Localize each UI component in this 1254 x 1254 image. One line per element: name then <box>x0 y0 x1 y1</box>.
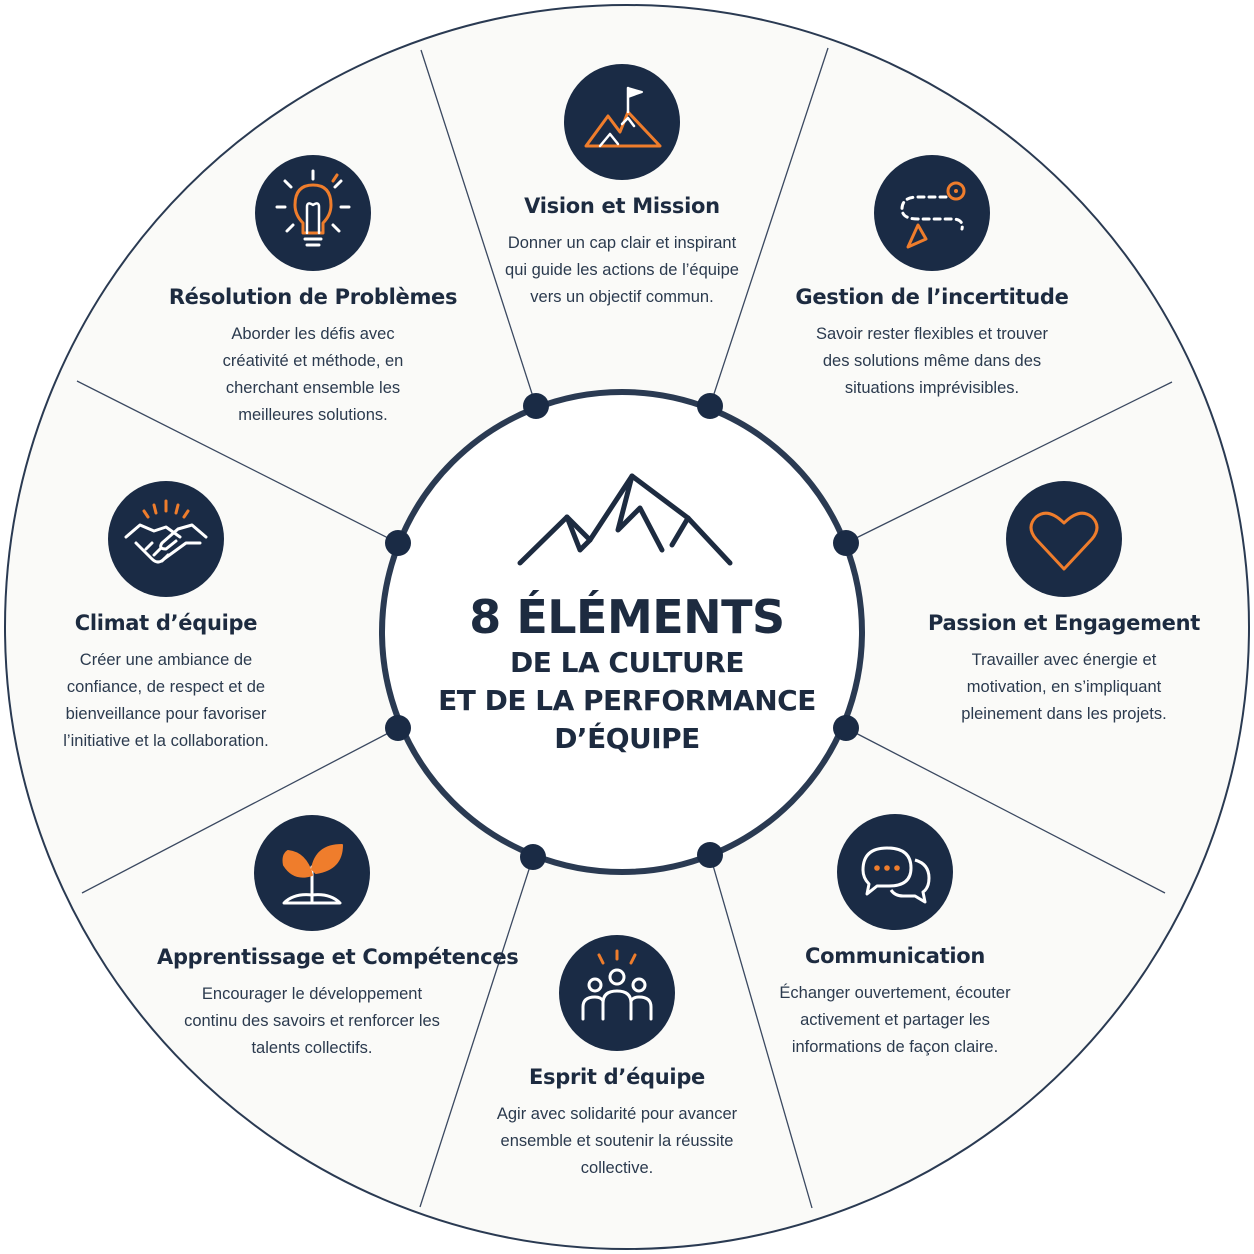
element-title: Vision et Mission <box>524 194 720 218</box>
element-uncertainty: Gestion de l’incertitude Savoir rester f… <box>782 155 1082 402</box>
divider-line <box>420 49 537 407</box>
ring-node <box>385 715 411 741</box>
team-icon <box>559 935 675 1051</box>
ring-node <box>385 530 411 556</box>
divider-line <box>845 381 1173 544</box>
mountain-icon <box>517 473 733 566</box>
ring-node <box>520 844 546 870</box>
ring-node <box>523 393 549 419</box>
element-title: Esprit d’équipe <box>529 1065 705 1089</box>
ring-node <box>697 393 723 419</box>
element-description: Donner un cap clair et inspirant qui gui… <box>505 234 739 306</box>
divider-line <box>76 380 399 544</box>
divider-line <box>419 856 534 1208</box>
ring-node <box>833 715 859 741</box>
center-label: 8 ÉLÉMENTS DE LA CULTURE ET DE LA PERFOR… <box>427 420 827 830</box>
element-title: Apprentissage et Compétences <box>157 945 519 969</box>
element-passion: Passion et Engagement Travailler avec én… <box>914 481 1214 728</box>
center-line-2: ET DE LA PERFORMANCE <box>438 684 816 717</box>
center-line-1: DE LA CULTURE <box>510 646 744 679</box>
element-title: Communication <box>804 944 986 968</box>
element-title: Passion et Engagement <box>927 611 1201 635</box>
mountain-flag-icon <box>564 64 680 180</box>
element-vision-mission: Vision et Mission Donner un cap clair et… <box>472 64 772 311</box>
element-learning: Apprentissage et Compétences Encourager … <box>157 815 519 1062</box>
divider-line <box>81 727 399 894</box>
element-team-spirit: Esprit d’équipe Agir avec solidarité pou… <box>467 935 767 1182</box>
element-team-climate: Climat d’équipe Créer une ambiance de co… <box>16 481 316 755</box>
chat-bubbles-icon <box>837 814 953 930</box>
center-title: 8 ÉLÉMENTS <box>469 590 785 644</box>
divider-line <box>845 727 1166 894</box>
heart-icon <box>1006 481 1122 597</box>
inner-ring <box>379 389 865 875</box>
divider-line <box>709 47 829 407</box>
sprout-icon <box>254 815 370 931</box>
element-description: Aborder les défis avec créativité et mét… <box>222 325 404 424</box>
element-title: Gestion de l’incertitude <box>795 285 1069 309</box>
ring-node <box>833 530 859 556</box>
lightbulb-icon <box>255 155 371 271</box>
element-description: Échanger ouvertement, écouter activement… <box>779 984 1011 1056</box>
element-communication: Communication Échanger ouvertement, écou… <box>745 814 1045 1061</box>
handshake-icon <box>108 481 224 597</box>
element-description: Agir avec solidarité pour avancer ensemb… <box>496 1105 738 1177</box>
element-description: Travailler avec énergie et motivation, e… <box>961 651 1167 723</box>
element-title: Climat d’équipe <box>74 611 258 635</box>
element-description: Encourager le développement continu des … <box>184 985 440 1057</box>
route-icon <box>874 155 990 271</box>
ring-node <box>697 842 723 868</box>
divider-line <box>709 854 813 1209</box>
element-problem-solving: Résolution de Problèmes Aborder les défi… <box>163 155 463 429</box>
center-line-3: D’ÉQUIPE <box>554 722 700 755</box>
element-description: Créer une ambiance de confiance, de resp… <box>63 651 269 750</box>
element-description: Savoir rester flexibles et trouver des s… <box>815 325 1048 397</box>
element-title: Résolution de Problèmes <box>168 285 458 309</box>
